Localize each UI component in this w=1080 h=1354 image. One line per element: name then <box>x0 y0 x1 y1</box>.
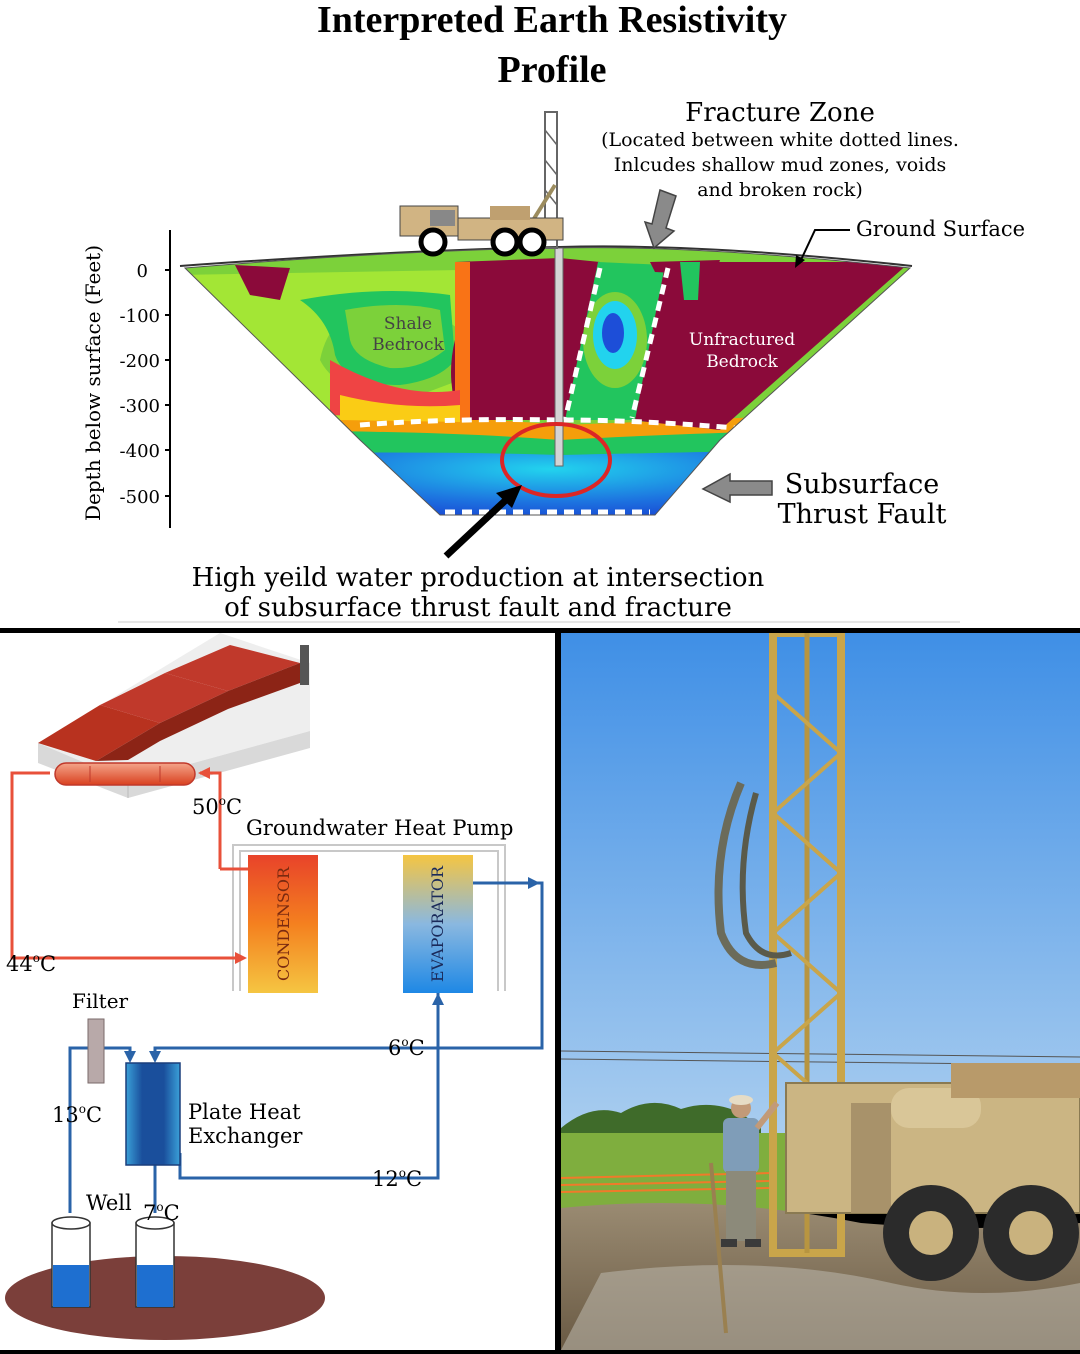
cold-loop-arrowhead-evap <box>432 993 444 1005</box>
ground-surface-arrowhead <box>795 255 805 268</box>
plate-heat-exchanger <box>125 1062 181 1166</box>
temp-50-label: 50oC <box>192 794 242 819</box>
fracture-zone-heading: Fracture Zone <box>685 98 875 128</box>
temp-7-label: 7oC <box>143 1200 180 1225</box>
hot-water-tank-icon <box>54 762 196 786</box>
shovel-icon <box>709 1162 728 1334</box>
intersection-arrow-shaft <box>443 495 511 559</box>
worker-figure <box>721 1095 780 1247</box>
condensor-label: CONDENSOR <box>274 866 293 981</box>
well-label: Well <box>86 1191 132 1215</box>
profile-title-line2: Profile <box>497 49 606 91</box>
temp-6-label: 6oC <box>388 1035 425 1060</box>
evaporator-unit <box>403 855 473 993</box>
fracture-dotted-lines <box>359 267 736 515</box>
unfractured-label-line1: Unfractured <box>689 330 795 350</box>
fracture-zone-line3: and broken rock) <box>697 179 863 201</box>
temp-12-label: 12oC <box>372 1166 422 1191</box>
mud-slurry <box>561 1265 1080 1350</box>
well-left-icon <box>51 1216 91 1308</box>
thrust-label-line1: Subsurface <box>785 469 940 500</box>
fracture-zone-line1: (Located between white dotted lines. <box>601 129 959 151</box>
heat-pump-diagram-svg: CONDENSOR EVAPORATOR Filter Plate Heat E… <box>5 633 544 1340</box>
y-tick-200: -200 <box>120 351 160 372</box>
condensor-unit <box>248 855 318 993</box>
hot-loop-arrowhead-top <box>198 767 210 779</box>
intersection-ellipse <box>500 422 612 498</box>
shale-label-line1: Shale <box>384 314 432 334</box>
resistivity-profile-svg: Interpreted Earth Resistivity Profile 0 … <box>81 0 1025 623</box>
temp-44-label: 44oC <box>6 951 56 976</box>
filter-label: Filter <box>72 989 129 1013</box>
depth-axis: 0 -100 -200 -300 -400 -500 Depth below s… <box>81 230 171 528</box>
borehole <box>554 247 564 467</box>
drill-rig-icon <box>399 111 564 257</box>
profile-title-line1: Interpreted Earth Resistivity <box>317 0 787 41</box>
well-right-icon <box>135 1216 175 1308</box>
resistivity-profile-panel: Interpreted Earth Resistivity Profile 0 … <box>0 0 1080 628</box>
y-tick-0: 0 <box>137 261 148 282</box>
hydraulic-hose-a <box>714 781 777 969</box>
evaporator-label: EVAPORATOR <box>428 865 447 982</box>
tree-line <box>561 1102 761 1138</box>
y-tick-400: -400 <box>120 441 160 462</box>
cold-loop-arrowhead-plate-a <box>149 1051 161 1063</box>
heat-pump-diagram-panel: CONDENSOR EVAPORATOR Filter Plate Heat E… <box>0 633 555 1350</box>
intersection-arrowhead <box>496 485 522 508</box>
drilling-rig-photo-svg <box>561 633 1080 1350</box>
ground-surface-pointer <box>799 229 850 263</box>
fracture-zone-line2: Inlcudes shallow mud zones, voids <box>614 154 946 176</box>
fracture-zone-arrow <box>643 188 677 250</box>
temp-13-label: 13oC <box>52 1102 102 1127</box>
thrust-label-line2: Thrust Fault <box>778 499 947 530</box>
hydraulic-hose-b <box>739 792 792 959</box>
plate-label-line1: Plate Heat <box>188 1100 301 1124</box>
drill-truck <box>785 1063 1080 1281</box>
y-tick-500: -500 <box>120 487 160 508</box>
heat-pump-title: Groundwater Heat Pump <box>246 816 513 840</box>
drilling-rig-photo <box>561 633 1080 1350</box>
shale-label-line2: Bedrock <box>372 335 444 355</box>
cold-loop-arrowhead-out <box>528 877 540 889</box>
filter-icon <box>87 1018 105 1084</box>
drill-mast <box>769 633 845 1257</box>
plate-label-line2: Exchanger <box>188 1124 303 1148</box>
y-axis-label: Depth below surface (Feet) <box>81 245 105 521</box>
y-tick-300: -300 <box>120 396 160 417</box>
caption-line2: of subsurface thrust fault and fracture <box>224 593 732 623</box>
heat-pump-enclosure <box>232 844 506 991</box>
caption-line1: High yeild water production at intersect… <box>192 563 765 593</box>
hot-loop-arrowhead-in <box>235 952 247 964</box>
ground-surface-label: Ground Surface <box>856 217 1025 241</box>
thrust-fault-arrow <box>701 472 773 504</box>
cold-loop-arrowhead-plate-b <box>124 1051 136 1063</box>
unfractured-label-line2: Bedrock <box>706 352 778 372</box>
section-outline <box>183 247 912 516</box>
y-tick-100: -100 <box>120 306 160 327</box>
ground-surface-line <box>179 245 913 267</box>
sky <box>561 633 1080 1133</box>
